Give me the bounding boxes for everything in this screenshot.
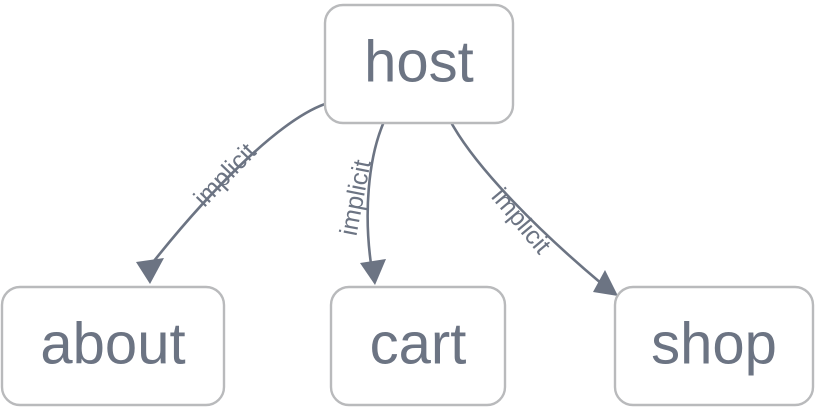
node-label-cart: cart <box>370 311 467 376</box>
node-label-shop: shop <box>651 311 777 376</box>
node-box-shop <box>613 285 815 407</box>
node-host[interactable]: host <box>323 3 515 125</box>
edge-path-host-about <box>148 102 327 268</box>
edge-label-host-shop: implicit <box>486 183 557 260</box>
edge-label-host-cart: implicit <box>335 158 377 238</box>
edge-host-about[interactable]: implicit <box>136 102 327 284</box>
node-shop[interactable]: shop <box>613 285 815 407</box>
node-box-about <box>0 285 226 407</box>
edge-host-shop[interactable]: implicit <box>450 122 618 296</box>
nodes-layer: host about cart shop <box>0 3 815 407</box>
edge-path-host-cart <box>366 122 385 266</box>
arrowhead-host-shop <box>593 270 618 296</box>
node-box-host <box>323 3 515 125</box>
node-label-about: about <box>40 311 185 376</box>
edge-host-cart[interactable]: implicit <box>335 122 386 285</box>
node-cart[interactable]: cart <box>329 285 507 407</box>
arrowhead-host-about <box>136 258 164 284</box>
edge-path-host-shop <box>450 122 604 286</box>
node-box-cart <box>329 285 507 407</box>
node-about[interactable]: about <box>0 285 226 407</box>
arrowhead-host-cart <box>360 259 386 285</box>
edge-label-host-about: implicit <box>188 138 261 212</box>
edges-layer: implicit implicit implicit <box>136 102 618 296</box>
node-label-host: host <box>364 29 474 94</box>
